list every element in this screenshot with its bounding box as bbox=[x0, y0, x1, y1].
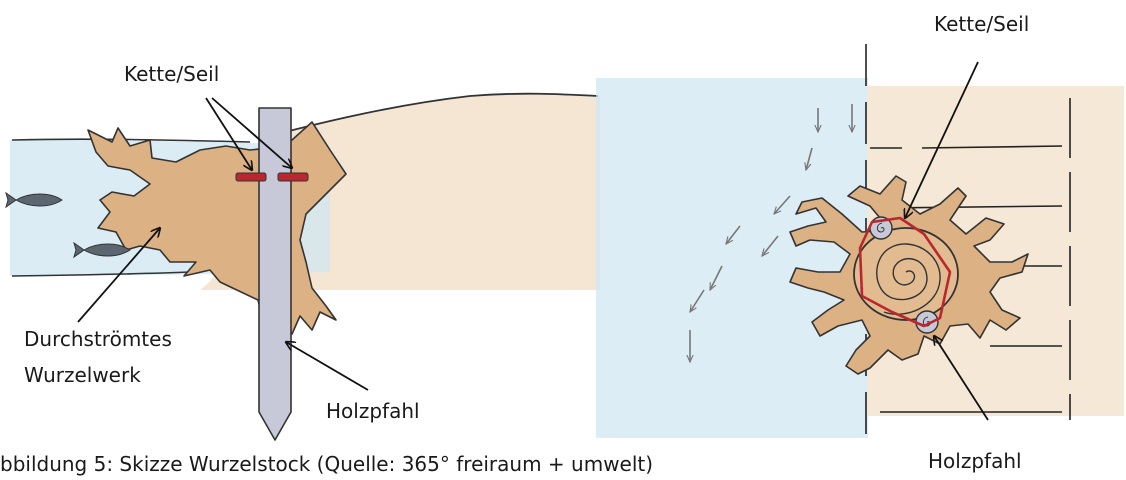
left-side-view bbox=[6, 94, 600, 440]
label-stake-right: Holzpfahl bbox=[928, 448, 1022, 474]
label-chain-left: Kette/Seil bbox=[124, 61, 219, 87]
label-chain-right: Kette/Seil bbox=[934, 11, 1029, 37]
right-top-view bbox=[596, 44, 1124, 440]
label-roots-line2: Wurzelwerk bbox=[24, 362, 172, 388]
left-stake bbox=[259, 108, 291, 440]
right-water bbox=[596, 78, 868, 438]
label-stake-left: Holzpfahl bbox=[326, 398, 420, 424]
label-roots: Durchströmtes Wurzelwerk bbox=[24, 326, 172, 388]
arrow-stake-left bbox=[286, 342, 368, 390]
label-roots-line1: Durchströmtes bbox=[24, 326, 172, 352]
left-chain-mark bbox=[236, 173, 266, 181]
left-chain-mark bbox=[278, 173, 308, 181]
figure-caption: bbildung 5: Skizze Wurzelstock (Quelle: … bbox=[0, 452, 653, 476]
